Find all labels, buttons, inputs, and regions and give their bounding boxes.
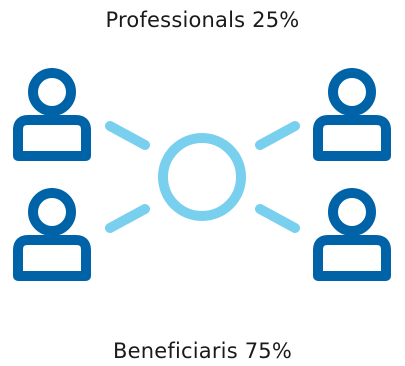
person-icon-bottom-left [18,193,86,276]
hub-circle-icon [158,133,246,221]
connector-top-right [255,121,300,150]
connector-bottom-right [255,204,300,233]
professionals-label: Professionals 25% [105,8,300,32]
connector-bottom-left [105,204,150,233]
person-icon-top-left [18,73,86,156]
person-icon-bottom-right [318,193,386,276]
connector-top-left [105,121,150,150]
person-icon-top-right [318,73,386,156]
beneficiaris-label: Beneficiaris 75% [113,339,292,363]
